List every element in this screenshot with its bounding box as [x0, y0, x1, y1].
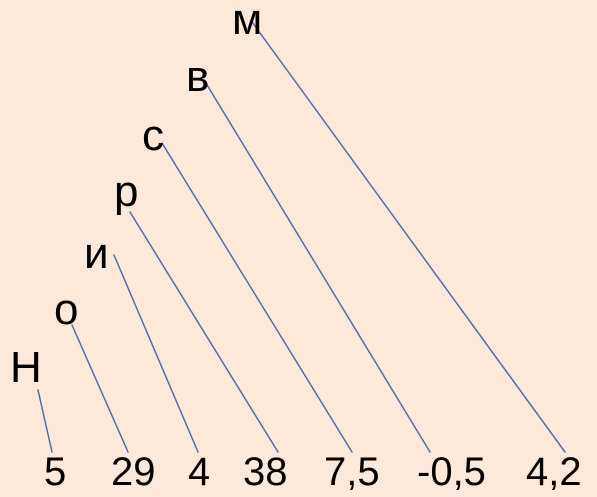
number-4: 38 — [243, 450, 288, 494]
letter-i: и — [84, 229, 109, 278]
number-3: 4 — [188, 450, 211, 494]
connector-line-2 — [71, 324, 129, 453]
letter-v: в — [186, 52, 210, 101]
letter-r: р — [114, 167, 139, 216]
connector-line-1 — [37, 389, 53, 453]
letter-m: м — [232, 0, 263, 44]
number-2: 29 — [111, 450, 156, 494]
connector-line-4 — [129, 211, 279, 453]
number-7: 4,2 — [526, 450, 582, 494]
number-5: 7,5 — [324, 450, 380, 494]
letter-o: о — [54, 285, 79, 334]
letter-s: с — [142, 111, 164, 160]
connector-line-5 — [161, 142, 353, 453]
number-1: 5 — [44, 450, 67, 494]
connector-line-6 — [203, 79, 431, 453]
connector-line-7 — [251, 21, 566, 453]
connector-line-3 — [113, 254, 199, 453]
number-6: -0,5 — [417, 450, 486, 494]
letter-n: Н — [10, 343, 42, 392]
